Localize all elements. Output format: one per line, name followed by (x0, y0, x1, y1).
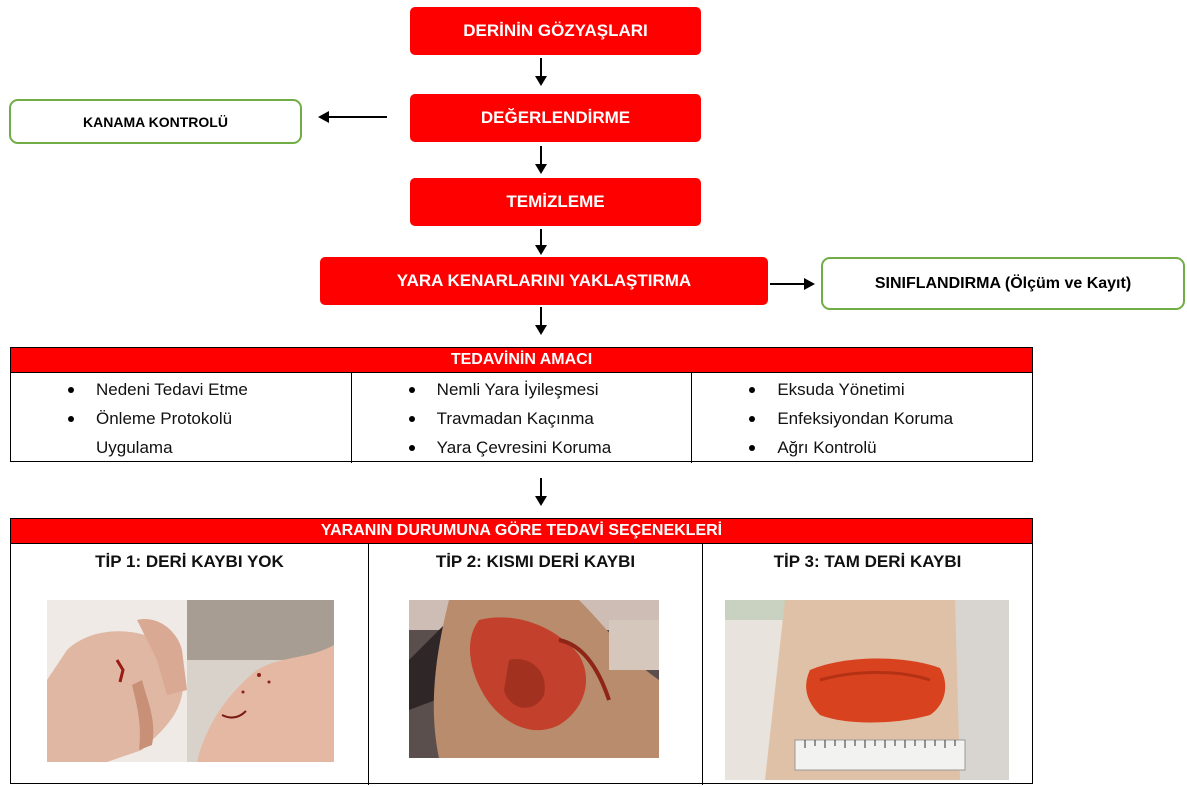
goals-table: TEDAVİNİN AMACI Nedeni Tedavi Etme Önlem… (10, 347, 1033, 462)
flow-step-approximation: YARA KENARLARINI YAKLAŞTIRMA (320, 257, 768, 305)
list-item: Travmadan Kaçınma (352, 404, 692, 433)
flow-step-cleaning: TEMİZLEME (410, 178, 701, 226)
list-item: Yara Çevresini Koruma (352, 433, 692, 462)
list-item: Nedeni Tedavi Etme (11, 375, 351, 404)
arrow-right-icon (770, 276, 816, 292)
goals-column-1: Nedeni Tedavi Etme Önleme Protokolü Uygu… (11, 373, 351, 463)
list-item: Eksuda Yönetimi (692, 375, 1032, 404)
flow-step-assessment: DEĞERLENDİRME (410, 94, 701, 142)
options-header: YARANIN DURUMUNA GÖRE TEDAVİ SEÇENEKLERİ (11, 519, 1032, 544)
type-1-column: TİP 1: DERİ KAYBI YOK (11, 544, 368, 785)
side-box-label: SINIFLANDIRMA (Ölçüm ve Kayıt) (875, 275, 1131, 293)
type-2-column: TİP 2: KISMI DERİ KAYBI (368, 544, 702, 785)
type-2-title: TİP 2: KISMI DERİ KAYBI (369, 552, 702, 572)
side-box-classification: SINIFLANDIRMA (Ölçüm ve Kayıt) (821, 257, 1185, 310)
arrow-left-icon (317, 109, 387, 125)
list-item: Enfeksiyondan Koruma (692, 404, 1032, 433)
type-1-title: TİP 1: DERİ KAYBI YOK (11, 552, 368, 572)
arrow-down-icon (533, 478, 549, 508)
flow-step-label: TEMİZLEME (506, 192, 604, 212)
type-3-wound-photo (725, 600, 1009, 780)
arrow-down-icon (533, 58, 549, 88)
full-skin-loss-image (725, 600, 1009, 780)
type-1-wound-photo (47, 600, 334, 762)
hand-skin-tear-image (47, 600, 334, 762)
goals-header: TEDAVİNİN AMACI (11, 348, 1032, 373)
arrow-down-icon (533, 146, 549, 176)
type-2-wound-photo (409, 600, 659, 758)
flow-step-label: DERİNİN GÖZYAŞLARI (463, 21, 648, 41)
arrow-down-icon (533, 307, 549, 337)
type-3-title: TİP 3: TAM DERİ KAYBI (703, 552, 1032, 572)
list-item: Nemli Yara İyileşmesi (352, 375, 692, 404)
side-box-label: KANAMA KONTROLÜ (83, 114, 228, 130)
list-item: Ağrı Kontrolü (692, 433, 1032, 462)
arrow-down-icon (533, 229, 549, 257)
options-table: YARANIN DURUMUNA GÖRE TEDAVİ SEÇENEKLERİ… (10, 518, 1033, 784)
goals-column-3: Eksuda Yönetimi Enfeksiyondan Koruma Ağr… (691, 373, 1032, 463)
list-item: Önleme Protokolü Uygulama (11, 404, 286, 462)
side-box-bleeding-control: KANAMA KONTROLÜ (9, 99, 302, 144)
flow-step-label: DEĞERLENDİRME (481, 108, 630, 128)
flow-step-skin-tears: DERİNİN GÖZYAŞLARI (410, 7, 701, 55)
type-3-column: TİP 3: TAM DERİ KAYBI (702, 544, 1032, 785)
flow-step-label: YARA KENARLARINI YAKLAŞTIRMA (397, 271, 691, 291)
partial-skin-loss-image (409, 600, 659, 758)
goals-column-2: Nemli Yara İyileşmesi Travmadan Kaçınma … (351, 373, 692, 463)
